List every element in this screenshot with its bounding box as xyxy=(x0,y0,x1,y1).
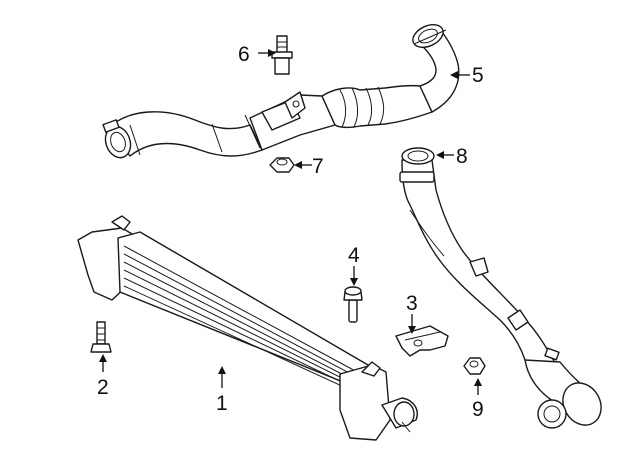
part-8-charge-pipe[interactable] xyxy=(399,147,609,432)
callout-5: 5 xyxy=(472,64,484,87)
part-3-bracket[interactable] xyxy=(395,325,449,357)
callout-6: 6 xyxy=(238,43,250,66)
part-4-bolt[interactable] xyxy=(343,286,363,323)
callout-4: 4 xyxy=(348,244,360,267)
callout-7: 7 xyxy=(312,155,324,178)
callout-9: 9 xyxy=(472,398,484,421)
part-7-nut[interactable] xyxy=(269,157,295,173)
callout-2: 2 xyxy=(97,376,109,399)
callout-3: 3 xyxy=(406,292,418,315)
callout-1: 1 xyxy=(216,392,228,415)
part-5-charge-pipe[interactable] xyxy=(101,20,460,161)
part-9-nut[interactable] xyxy=(463,357,486,375)
callout-8: 8 xyxy=(456,145,468,168)
leader-lines xyxy=(99,49,482,395)
part-2-bolt[interactable] xyxy=(90,321,112,353)
part-1-intercooler[interactable] xyxy=(77,215,418,441)
part-6-stud[interactable] xyxy=(271,35,293,75)
